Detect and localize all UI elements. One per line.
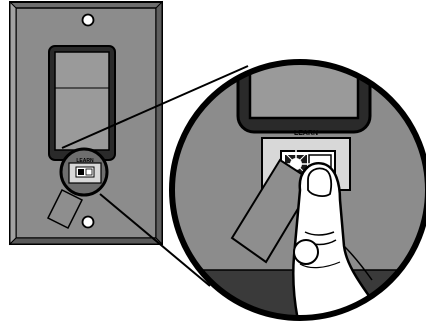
rocker-switch <box>48 45 116 161</box>
zoom-connector-lines <box>61 65 249 287</box>
learn-label-small: LEARN <box>76 158 94 164</box>
tag-small <box>46 188 84 230</box>
rocker-switch-zoom <box>236 62 372 134</box>
screw-zoom-icon <box>293 239 319 265</box>
top-screw-icon <box>81 13 95 27</box>
finger-icon <box>292 161 374 318</box>
learn-label-zoom: LEARN <box>294 130 318 137</box>
learn-button-small: LEARN <box>59 147 109 197</box>
bottom-screw-icon <box>81 215 95 229</box>
zoom-circle: LEARN <box>169 59 426 321</box>
